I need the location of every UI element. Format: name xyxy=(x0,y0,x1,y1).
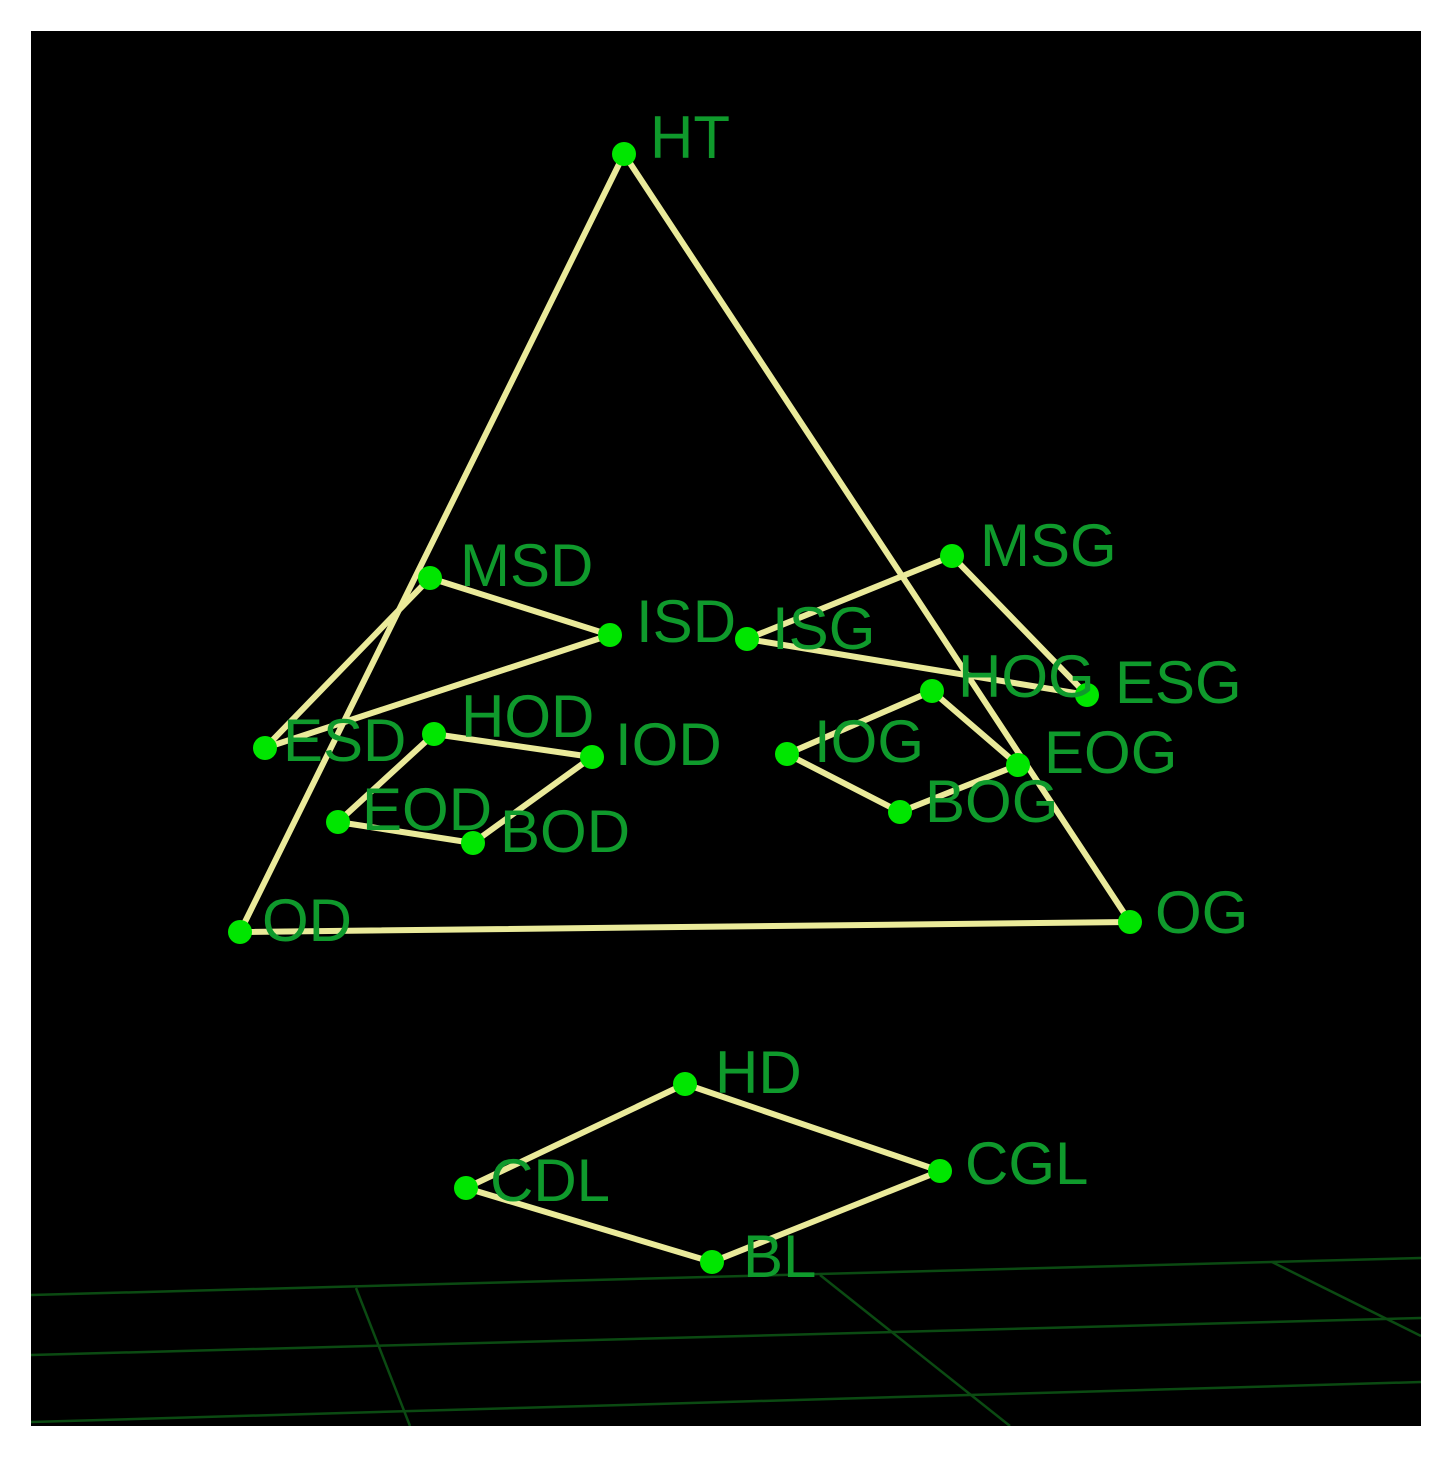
label-esd: ESD xyxy=(283,707,406,774)
node-eog[interactable] xyxy=(1006,753,1030,777)
label-hd: HD xyxy=(715,1039,802,1106)
label-iod: IOD xyxy=(615,711,722,778)
label-hog: HOG xyxy=(958,643,1095,710)
edge-msd-isd xyxy=(427,575,613,638)
label-msd: MSD xyxy=(460,532,593,599)
grid-line xyxy=(31,1316,1421,1357)
node-cgl[interactable] xyxy=(928,1159,952,1183)
skeleton-nodes xyxy=(228,142,1142,1274)
node-isg[interactable] xyxy=(735,627,759,651)
edge-cgl-bl xyxy=(709,1168,943,1265)
edge-hod-eod xyxy=(335,731,437,825)
node-hog[interactable] xyxy=(920,679,944,703)
edge-hd-cgl xyxy=(682,1081,943,1174)
label-isg: ISG xyxy=(772,595,875,662)
grid-line xyxy=(31,1256,1421,1297)
node-esd[interactable] xyxy=(253,736,277,760)
node-eod[interactable] xyxy=(326,810,350,834)
edge-iog-hog xyxy=(784,688,935,757)
label-bl: BL xyxy=(743,1223,816,1290)
label-esg: ESG xyxy=(1115,649,1242,716)
node-msd[interactable] xyxy=(418,566,442,590)
edge-bod-iod xyxy=(470,754,595,846)
label-od: OD xyxy=(262,887,352,954)
node-bog[interactable] xyxy=(888,800,912,824)
edge-eod-bod xyxy=(335,819,476,846)
label-ht: HT xyxy=(650,104,730,171)
node-cdl[interactable] xyxy=(454,1176,478,1200)
edge-bl-cdl xyxy=(463,1185,715,1265)
edge-msg-esg xyxy=(949,553,1090,698)
edge-bog-iog xyxy=(784,751,903,815)
node-iod[interactable] xyxy=(580,745,604,769)
edge-hod-iod xyxy=(431,731,595,760)
edge-msd-esd xyxy=(262,575,433,751)
edge-isg-msg xyxy=(744,553,955,642)
node-isd[interactable] xyxy=(598,623,622,647)
edge-isg-esg xyxy=(744,636,1090,698)
node-og[interactable] xyxy=(1118,910,1142,934)
skeleton-edges xyxy=(237,151,1133,1265)
label-bod: BOD xyxy=(500,798,630,865)
grid-line xyxy=(819,1274,1011,1426)
node-esg[interactable] xyxy=(1075,683,1099,707)
label-bog: BOG xyxy=(925,768,1058,835)
node-bod[interactable] xyxy=(461,831,485,855)
grid-line xyxy=(354,1287,412,1426)
grid-line xyxy=(1271,1260,1421,1338)
node-iog[interactable] xyxy=(775,742,799,766)
label-eod: EOD xyxy=(362,776,492,843)
node-od[interactable] xyxy=(228,920,252,944)
edge-ht-og xyxy=(621,151,1133,925)
label-hod: HOD xyxy=(461,683,594,750)
edge-cdl-hd xyxy=(463,1081,688,1191)
edge-eog-bog xyxy=(897,762,1021,815)
label-eog: EOG xyxy=(1044,719,1177,786)
label-iog: IOG xyxy=(814,708,924,775)
label-og: OG xyxy=(1155,879,1248,946)
edge-isd-esd xyxy=(262,632,613,751)
grid-line xyxy=(31,1380,1421,1424)
floor-grid xyxy=(31,1256,1421,1426)
node-bl[interactable] xyxy=(700,1250,724,1274)
node-hd[interactable] xyxy=(673,1072,697,1096)
edge-hog-eog xyxy=(929,688,1021,768)
label-cdl: CDL xyxy=(490,1147,610,1214)
node-msg[interactable] xyxy=(940,544,964,568)
edge-ht-od xyxy=(237,151,627,935)
edge-od-og xyxy=(237,919,1133,935)
label-msg: MSG xyxy=(980,512,1117,579)
label-isd: ISD xyxy=(636,588,736,655)
label-cgl: CGL xyxy=(965,1130,1088,1197)
node-hod[interactable] xyxy=(422,722,446,746)
node-ht[interactable] xyxy=(612,142,636,166)
